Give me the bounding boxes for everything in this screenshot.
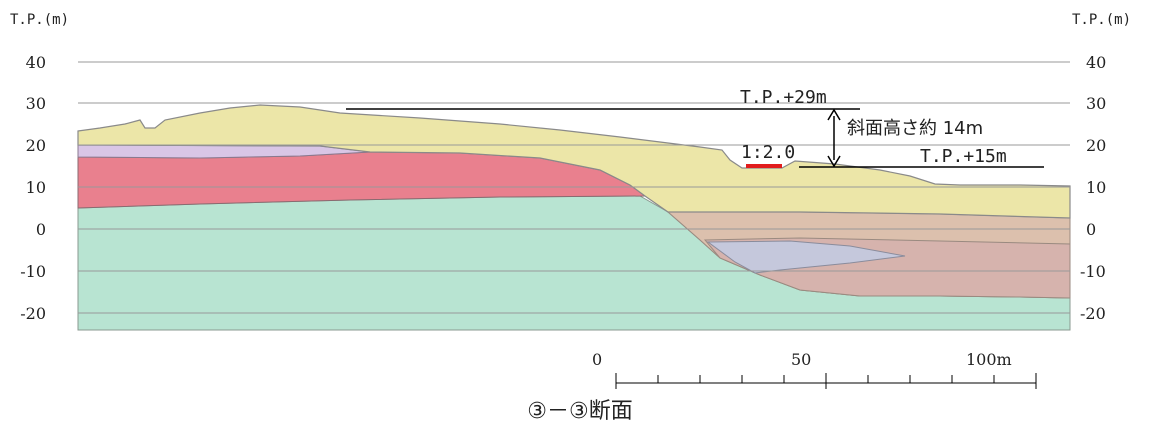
tick-right-minus20: -20 (1080, 304, 1106, 323)
crest-label: T.P.+29m (740, 87, 827, 108)
tick-right-minus10: -10 (1080, 262, 1106, 281)
scale-label-100m: 100m (966, 350, 1012, 369)
tick-right-20: 20 (1086, 136, 1106, 155)
tick-right-10: 10 (1086, 178, 1106, 197)
y-axis-unit-right: T.P.(m) (1072, 12, 1131, 28)
slope-height-arrow-head-up (827, 108, 841, 121)
tick-right-0: 0 (1086, 220, 1096, 239)
scale-label-50: 50 (791, 350, 811, 369)
scale-bar-line (615, 373, 1037, 389)
slope-height-arrow-head-down (827, 155, 841, 168)
tick-left-30: 30 (26, 94, 46, 113)
tick-left-20: 20 (26, 136, 46, 155)
toe-label: T.P.+15m (920, 146, 1007, 167)
layer-lens (706, 240, 906, 274)
y-ticks-right: 40 30 20 10 0 -10 -20 (1080, 53, 1106, 323)
y-axis-unit-left: T.P.(m) (10, 12, 69, 28)
scale-label-0: 0 (592, 350, 602, 369)
tick-left-minus10: -10 (20, 262, 46, 281)
slope-ratio-label: 1:2.0 (741, 142, 795, 163)
gridlines (78, 61, 1070, 314)
tick-left-minus20: -20 (20, 304, 46, 323)
slope-annotations: T.P.+29m T.P.+15m 斜面高さ約 14m 1:2.0 (346, 87, 1044, 168)
slope-height-label: 斜面高さ約 14m (847, 118, 983, 139)
tick-left-0: 0 (36, 220, 46, 239)
section-title: ③－③断面 (527, 399, 632, 424)
tick-left-10: 10 (26, 178, 46, 197)
scale-bar: 0 50 100m (592, 350, 1037, 389)
y-ticks-left: 40 30 20 10 0 -10 -20 (20, 53, 46, 323)
tick-right-30: 30 (1086, 94, 1106, 113)
tick-left-40: 40 (26, 53, 46, 72)
tick-right-40: 40 (1086, 53, 1106, 72)
